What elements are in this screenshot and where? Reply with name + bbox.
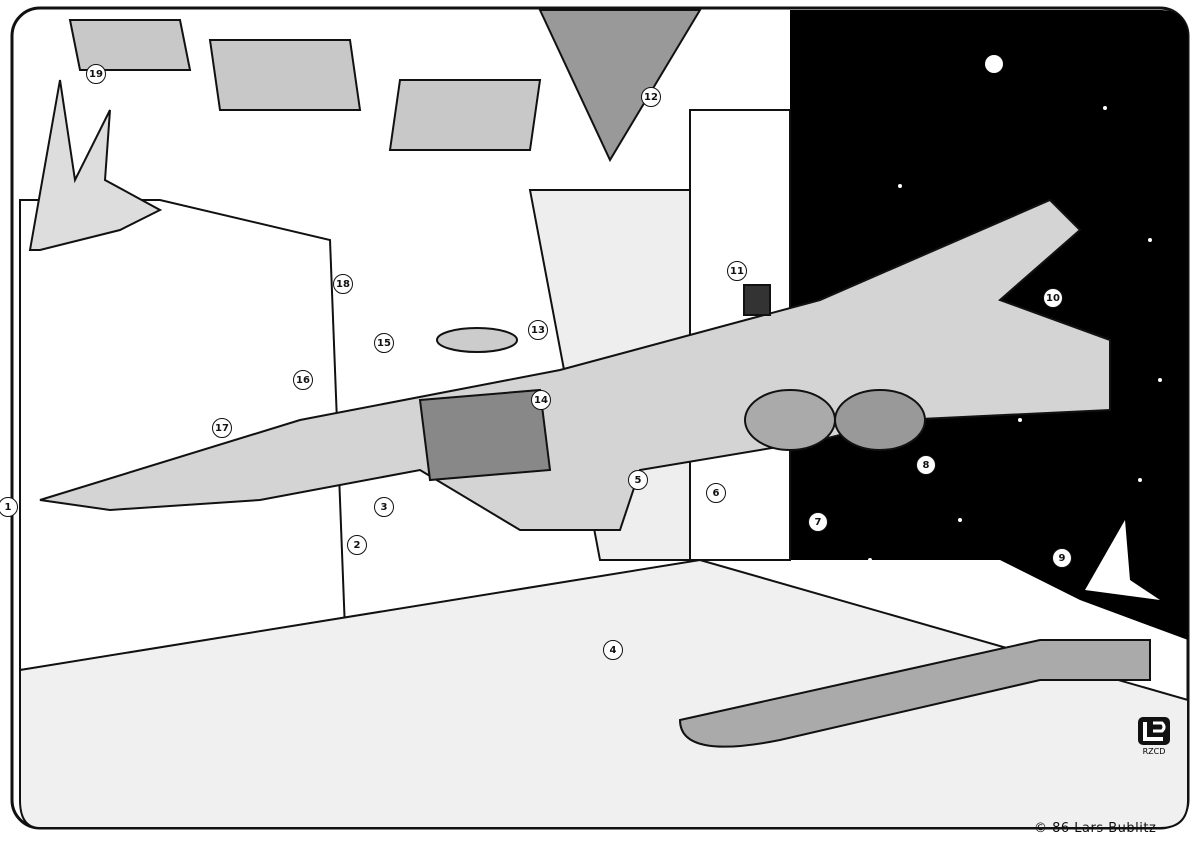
callout-13: 13 <box>528 320 548 340</box>
callout-8: 8 <box>916 455 936 475</box>
callout-5: 5 <box>628 470 648 490</box>
main-spaceship <box>39 198 1111 531</box>
publisher-logo: RZCD <box>1138 717 1170 755</box>
callout-7: 7 <box>808 512 828 532</box>
callout-3: 3 <box>374 497 394 517</box>
callout-4: 4 <box>603 640 623 660</box>
callout-10: 10 <box>1043 288 1063 308</box>
distant-ship <box>1085 520 1160 600</box>
hangar-ceiling <box>68 9 702 163</box>
callout-1: 1 <box>0 497 18 517</box>
callout-9: 9 <box>1052 548 1072 568</box>
svg-text:RZCD: RZCD <box>1143 747 1166 755</box>
callout-14: 14 <box>531 390 551 410</box>
callout-17: 17 <box>212 418 232 438</box>
callout-11: 11 <box>727 261 747 281</box>
walkway <box>678 639 1151 748</box>
callout-12: 12 <box>641 87 661 107</box>
hangar-floor <box>19 558 1189 829</box>
docked-fighter <box>28 79 163 251</box>
callout-2: 2 <box>347 535 367 555</box>
callout-15: 15 <box>374 333 394 353</box>
callout-19: 19 <box>86 64 106 84</box>
stars <box>868 55 1162 562</box>
artist-credit: © 86 Lars Bublitz <box>1034 821 1157 836</box>
callout-6: 6 <box>706 483 726 503</box>
callout-16: 16 <box>293 370 313 390</box>
callout-18: 18 <box>333 274 353 294</box>
